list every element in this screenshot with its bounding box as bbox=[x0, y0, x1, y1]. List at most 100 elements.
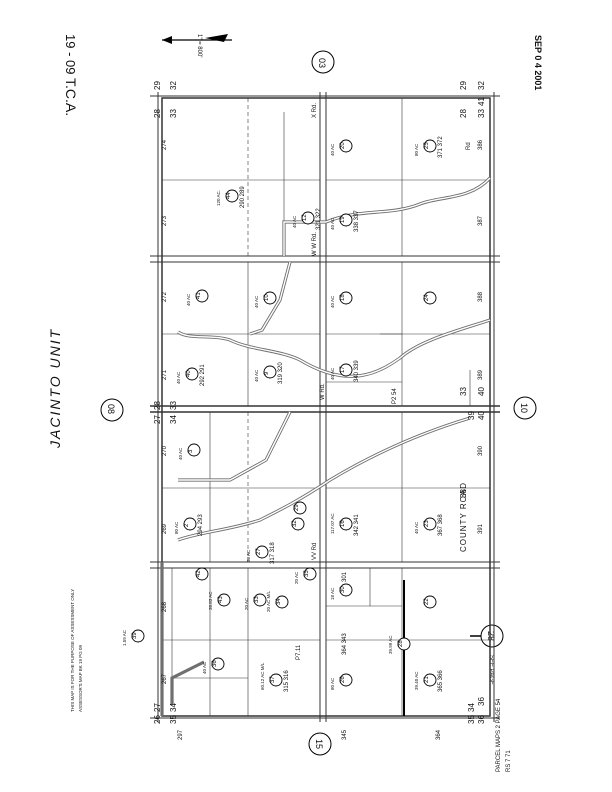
parcel-id: 41 bbox=[196, 292, 202, 299]
parcel-circle bbox=[339, 213, 353, 227]
unit-title: JACINTO UNIT bbox=[47, 328, 63, 449]
svg-text:35: 35 bbox=[169, 715, 178, 724]
svg-text:391: 391 bbox=[478, 523, 484, 534]
see-page-label: SEE PAGE bbox=[488, 655, 494, 685]
parcel-id: 36 bbox=[212, 660, 218, 667]
parcel-42[interactable]: 42 bbox=[195, 567, 209, 581]
parcel-circle bbox=[339, 583, 353, 597]
parcel-area: 40 AC bbox=[330, 367, 335, 380]
svg-text:34: 34 bbox=[169, 703, 178, 712]
svg-text:273: 273 bbox=[162, 215, 168, 226]
parcel-32[interactable]: 32 bbox=[291, 517, 305, 531]
parcel-apn: 367 368 bbox=[438, 514, 444, 536]
map-ref-08[interactable]: 08 bbox=[100, 398, 124, 422]
side-note-2: ASSESSOR'S MAP BK 19 PG 09 bbox=[78, 644, 83, 712]
parcel-circle bbox=[269, 673, 283, 687]
parcel-22[interactable]: 22 bbox=[423, 595, 437, 609]
map-ref-10[interactable]: 10 bbox=[513, 396, 537, 420]
parcel-circle bbox=[255, 545, 269, 559]
parcel-area: 40 AC bbox=[330, 143, 335, 156]
parcel-29[interactable]: 29 bbox=[293, 501, 307, 515]
parcel-36[interactable]: 36 40 AC bbox=[202, 657, 225, 674]
map-ref-15[interactable]: 15 bbox=[308, 732, 332, 756]
svg-text:29: 29 bbox=[153, 81, 162, 90]
parcel-area: 40 AC bbox=[202, 661, 207, 674]
svg-text:274: 274 bbox=[162, 139, 168, 150]
parcel-area: 20 AC bbox=[294, 571, 299, 584]
svg-text:15: 15 bbox=[314, 739, 324, 749]
map-ref-03[interactable]: 03 bbox=[311, 50, 335, 74]
parcel-20[interactable]: 20 40 AC bbox=[330, 139, 353, 156]
parcel-circle bbox=[225, 189, 239, 203]
parcel-apn: 371 372 bbox=[438, 136, 444, 158]
parcel-circle bbox=[291, 517, 305, 531]
parcel-circle bbox=[131, 629, 145, 643]
svg-text:271: 271 bbox=[162, 369, 168, 380]
parcel-id: 29 bbox=[294, 504, 300, 511]
parcel-circle bbox=[423, 595, 437, 609]
parcel-24[interactable]: 24 bbox=[423, 291, 437, 305]
parcel-apn: 338 337 bbox=[354, 210, 360, 232]
parcel-circle bbox=[187, 443, 201, 457]
svg-text:301: 301 bbox=[342, 571, 348, 582]
parcel-id: 12 bbox=[302, 214, 308, 221]
parcel-circle bbox=[339, 363, 353, 377]
parcel-circle bbox=[303, 567, 317, 581]
parcel-id: 44 bbox=[226, 192, 232, 199]
parcel-area: 18 AC bbox=[330, 587, 335, 600]
apn-labels: 274 273 272 271 270 269 268 267 297 386 … bbox=[162, 139, 484, 740]
date-stamp: SEP 0 4 2001 bbox=[533, 35, 543, 90]
parcel-id: 2 bbox=[184, 523, 190, 527]
parcel-id: 9 bbox=[264, 371, 270, 375]
svg-text:38: 38 bbox=[459, 489, 468, 498]
parcel-area: 80 AC bbox=[174, 521, 179, 534]
svg-text:386: 386 bbox=[478, 139, 484, 150]
parcel-id: 28 bbox=[398, 640, 404, 647]
parcel-circle bbox=[423, 517, 437, 531]
svg-text:41: 41 bbox=[477, 97, 486, 106]
parcel-3[interactable]: 340 AC bbox=[178, 443, 201, 460]
parcel-apn: 317 318 bbox=[270, 542, 276, 564]
map-ref-28[interactable]: 28 bbox=[480, 624, 504, 648]
parcel-39[interactable]: 391.59 AC bbox=[122, 629, 145, 646]
parcel-id: 10 bbox=[264, 294, 270, 301]
svg-text:35: 35 bbox=[467, 715, 476, 724]
svg-text:26: 26 bbox=[153, 715, 162, 724]
parcel-id: 40 bbox=[186, 370, 192, 377]
parcel-id: 20 bbox=[340, 142, 346, 149]
parcel-circle bbox=[339, 139, 353, 153]
parcel-area: 39.40 AC bbox=[414, 671, 419, 690]
svg-text:27: 27 bbox=[153, 703, 162, 712]
parcel-area: 38 AC bbox=[246, 549, 251, 562]
parcel-circle bbox=[195, 567, 209, 581]
parcel-circle bbox=[217, 593, 231, 607]
svg-text:28: 28 bbox=[486, 631, 496, 641]
footer-note-2: RS 7 71 bbox=[506, 750, 512, 772]
side-note-1: THIS MAP IS FOR THE PURPOSE OF ASSESSMEN… bbox=[70, 589, 75, 712]
svg-text:P7.11: P7.11 bbox=[296, 644, 302, 660]
roads bbox=[160, 176, 492, 716]
